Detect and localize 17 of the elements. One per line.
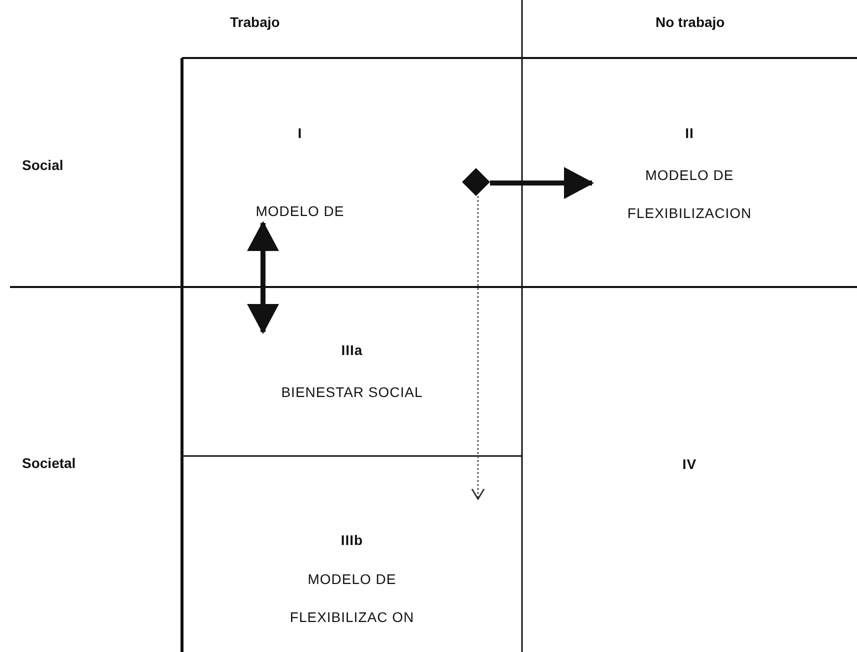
quadrant-title: MODELO DE FLEXIBILIZAC ON (290, 571, 414, 625)
quadrant-number: IV (682, 456, 697, 472)
arrow (471, 196, 485, 500)
row-header: Societal (22, 455, 76, 471)
row-header: Social (22, 157, 64, 173)
arrow (490, 167, 594, 199)
diamond-marker (462, 168, 490, 196)
quadrant-number: IIIb (340, 532, 364, 548)
arrow (247, 221, 279, 334)
quadrant-title: MODELO DE FLEXIBILIZACION (627, 167, 752, 221)
quadrant-number: II (685, 125, 694, 141)
quadrant-number: IIIa (341, 342, 363, 358)
quadrant-number: I (298, 125, 302, 141)
column-header: No trabajo (656, 14, 725, 30)
quadrant-title: BIENESTAR SOCIAL (281, 384, 423, 400)
quadrant-title: MODELO DE (256, 203, 344, 219)
column-header: Trabajo (230, 14, 280, 30)
